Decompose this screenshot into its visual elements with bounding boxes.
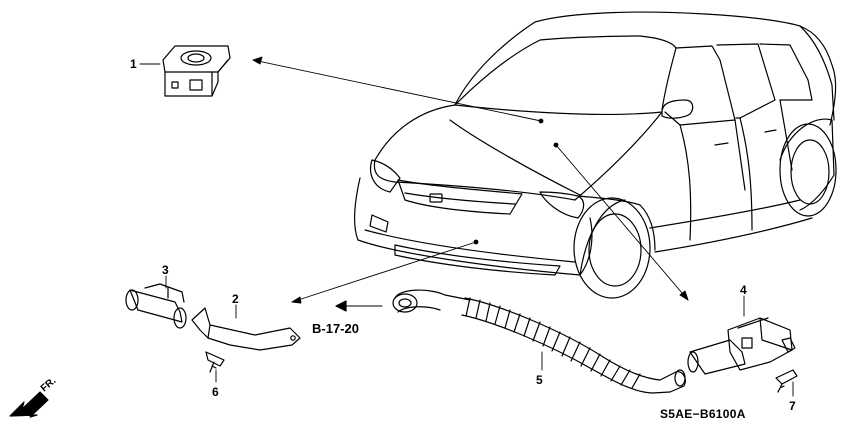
part-4-duct-sensor — [687, 317, 796, 375]
part-2-bracket — [191, 307, 301, 351]
part-1-sensor — [162, 45, 231, 97]
callout-4: 4 — [740, 283, 747, 297]
reference-label: B-17-20 — [312, 321, 359, 336]
leader-lines — [139, 56, 794, 397]
part-5-hose — [392, 289, 686, 394]
vehicle-illustration — [354, 11, 837, 299]
part-3-sensor — [125, 283, 187, 329]
part-6-screw — [205, 351, 225, 373]
callout-5: 5 — [536, 373, 543, 387]
callout-3: 3 — [162, 263, 169, 277]
callout-2: 2 — [232, 292, 239, 306]
callout-1: 1 — [130, 57, 137, 71]
callout-6: 6 — [212, 385, 219, 399]
direction-label: FR. — [39, 375, 59, 394]
callout-7: 7 — [789, 399, 796, 413]
diagram-code: S5AE−B6100A — [660, 407, 746, 421]
reference-arrow-icon — [335, 300, 383, 312]
front-direction-arrow-icon — [9, 391, 49, 418]
part-7-screw — [775, 369, 798, 393]
